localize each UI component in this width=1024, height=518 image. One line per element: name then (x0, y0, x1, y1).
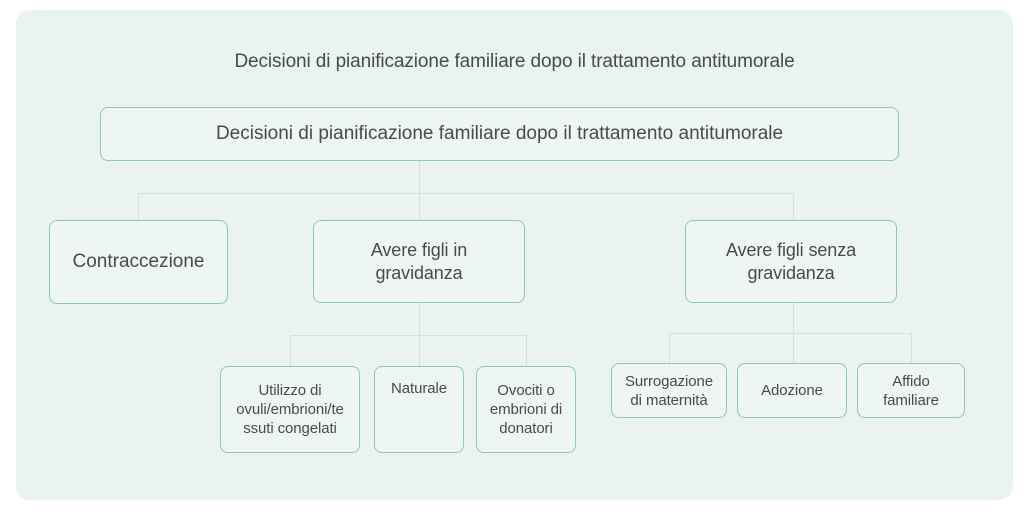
node-adoption: Adozione (737, 363, 847, 418)
connector-with-pregnancy-down (419, 303, 420, 335)
connector-level1-bus (138, 193, 794, 194)
connector-natural-drop (419, 335, 420, 366)
node-surrogacy: Surrogazione di maternità (611, 363, 727, 418)
connector-with-pregnancy-drop (419, 193, 420, 220)
connector-without-pregnancy-down (793, 303, 794, 333)
connector-foster-drop (911, 333, 912, 363)
node-contraception: Contraccezione (49, 220, 228, 304)
node-natural: Naturale (374, 366, 464, 453)
connector-without-pregnancy-bus (669, 333, 912, 334)
connector-adoption-drop (793, 333, 794, 363)
connector-frozen-drop (290, 335, 291, 366)
node-frozen-material: Utilizzo di ovuli/embrioni/te ssuti cong… (220, 366, 360, 453)
node-children-without-pregnancy: Avere figli senza gravidanza (685, 220, 897, 303)
node-children-with-pregnancy: Avere figli in gravidanza (313, 220, 525, 303)
connector-contraception-drop (138, 193, 139, 220)
node-root: Decisioni di pianificazione familiare do… (100, 107, 899, 161)
connector-surrogacy-drop (669, 333, 670, 363)
connector-without-pregnancy-drop (793, 193, 794, 220)
node-donor: Ovociti o embrioni di donatori (476, 366, 576, 453)
connector-with-pregnancy-bus (290, 335, 526, 336)
connector-root-drop (419, 160, 420, 193)
diagram-title: Decisioni di pianificazione familiare do… (234, 51, 795, 72)
connector-donor-drop (526, 335, 527, 366)
node-foster-care: Affido familiare (857, 363, 965, 418)
